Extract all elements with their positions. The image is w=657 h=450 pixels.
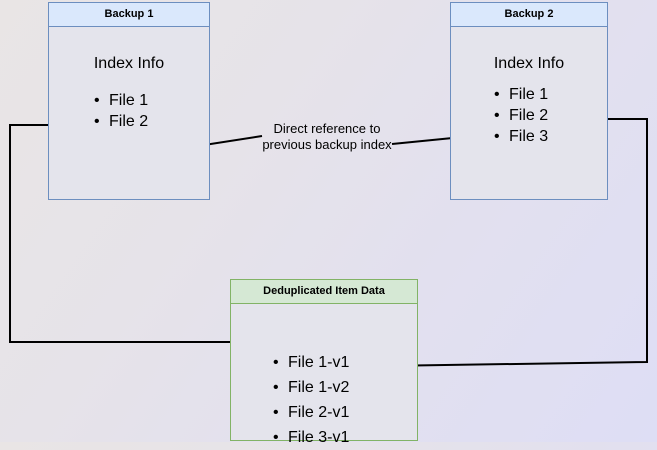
edge-backup2-to-dedup: [378, 118, 648, 371]
list-item: File 2: [94, 111, 148, 132]
list-item: File 3: [494, 126, 548, 147]
backup-1-body: Index Info File 1 File 2: [49, 27, 209, 199]
backup-2-body: Index Info File 1 File 2 File 3: [451, 27, 607, 199]
dedup-file-list: File 1-v1 File 1-v2 File 2-v1 File 3-v1: [273, 350, 349, 450]
list-item: File 1: [494, 84, 548, 105]
list-item: File 1: [94, 90, 148, 111]
deduplicated-item-data-body: File 1-v1 File 1-v2 File 2-v1 File 3-v1: [231, 304, 417, 450]
backup-2-index-info-label: Index Info: [493, 55, 565, 72]
deduplicated-item-data-header: Deduplicated Item Data: [231, 280, 417, 304]
list-item: File 2-v1: [273, 400, 349, 425]
backup-1-index-info-label: Index Info: [93, 55, 165, 72]
backup-2-header: Backup 2: [451, 3, 607, 27]
list-item: File 2: [494, 105, 548, 126]
list-item: File 1-v2: [273, 375, 349, 400]
direct-reference-label-line1: Direct reference to: [273, 121, 381, 136]
direct-reference-label-line2: previous backup index: [262, 137, 392, 152]
backup-2-box: Backup 2 Index Info File 1 File 2 File 3: [450, 2, 608, 200]
direct-reference-label: Direct reference to previous backup inde…: [251, 121, 403, 153]
list-item: File 1-v1: [273, 350, 349, 375]
deduplicated-item-data-box: Deduplicated Item Data File 1-v1 File 1-…: [230, 279, 418, 450]
backup-1-file-list: File 1 File 2: [94, 90, 148, 132]
backup-1-header: Backup 1: [49, 3, 209, 27]
list-item: File 3-v1: [273, 425, 349, 450]
backup-1-box: Backup 1 Index Info File 1 File 2: [48, 2, 210, 200]
backup-2-file-list: File 1 File 2 File 3: [494, 84, 548, 147]
